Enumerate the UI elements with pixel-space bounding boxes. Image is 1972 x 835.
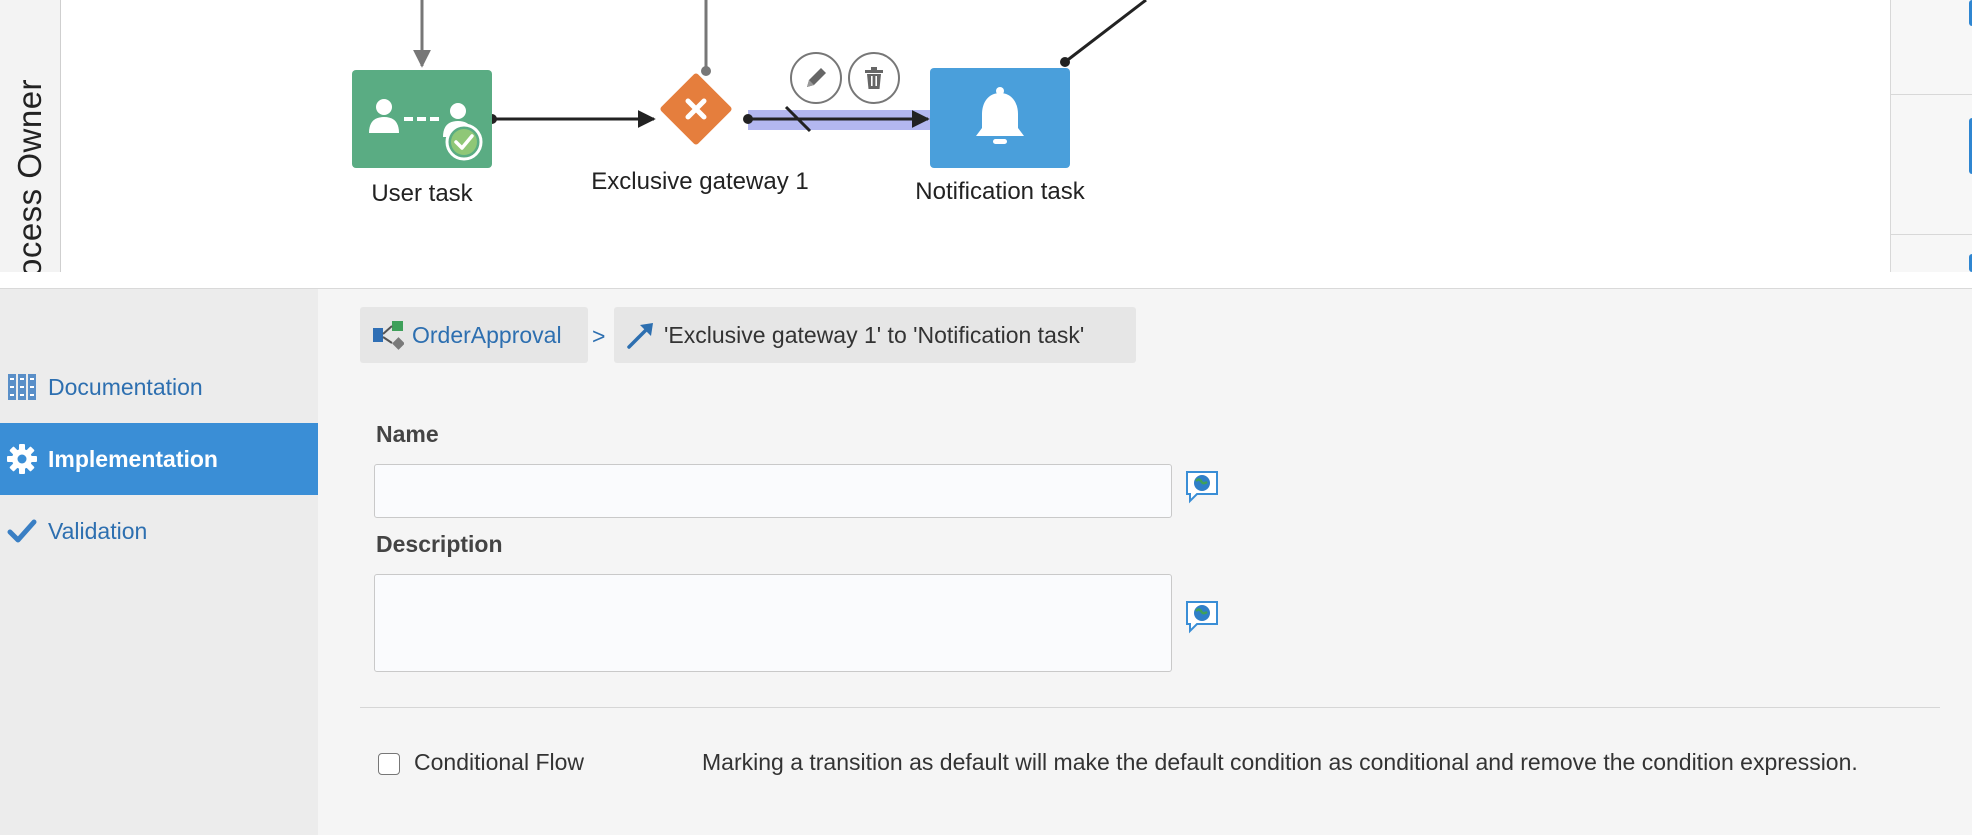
pencil-icon <box>807 68 826 87</box>
palette-item-edge[interactable] <box>1969 254 1972 272</box>
gear-icon <box>6 443 38 475</box>
sidebar-item-documentation[interactable]: Documentation <box>0 351 318 423</box>
delete-flow-button[interactable] <box>848 52 900 104</box>
default-flow-slash <box>784 105 812 133</box>
properties-panel: Documentation <box>0 288 1972 835</box>
gateway-top-connector-dot <box>701 66 711 76</box>
sidebar-item-label: Implementation <box>48 445 218 472</box>
description-label: Description <box>376 531 503 557</box>
exclusive-gateway-node[interactable] <box>659 72 733 146</box>
bell-icon <box>976 87 1024 144</box>
diagram-svg <box>352 0 1147 168</box>
edit-flow-button[interactable] <box>790 52 842 104</box>
sidebar-item-validation[interactable]: Validation <box>0 495 318 567</box>
notification-task-label: Notification task <box>915 178 1085 205</box>
user-task-label: User task <box>371 180 473 207</box>
binders-icon <box>6 371 38 403</box>
user-task-node[interactable] <box>352 70 492 168</box>
trash-icon <box>865 67 883 89</box>
properties-content: OrderApproval > 'Exclusive gateway 1' to… <box>318 289 1972 835</box>
outgoing-flow-notification[interactable] <box>1064 0 1147 64</box>
conditional-flow-help-text: Marking a transition as default will mak… <box>702 749 1858 775</box>
checkmark-icon <box>6 515 38 547</box>
breadcrumb-process-label: OrderApproval <box>412 321 562 348</box>
check-badge-icon <box>445 123 483 161</box>
name-input[interactable] <box>374 464 1172 518</box>
description-input[interactable] <box>374 574 1172 672</box>
process-canvas[interactable]: ocess Owner <box>0 0 1972 272</box>
palette-item-edge[interactable] <box>1969 0 1972 26</box>
sequence-flow-icon <box>626 320 656 350</box>
gateway-label: Exclusive gateway 1 <box>591 168 809 195</box>
x-icon <box>685 98 707 120</box>
section-divider <box>360 707 1940 708</box>
notification-task-node[interactable] <box>930 68 1070 168</box>
palette-panel <box>1890 0 1972 272</box>
breadcrumb-current-label: 'Exclusive gateway 1' to 'Notification t… <box>664 321 1085 348</box>
sidebar-item-label: Validation <box>48 517 148 544</box>
process-icon <box>372 320 404 350</box>
translate-icon[interactable] <box>1184 599 1220 635</box>
palette-divider <box>1891 234 1972 235</box>
users-icon <box>369 99 473 137</box>
name-label: Name <box>376 421 439 447</box>
palette-item-edge[interactable] <box>1969 118 1972 174</box>
conditional-flow-checkbox[interactable] <box>378 753 400 775</box>
sidebar-item-implementation[interactable]: Implementation <box>0 423 318 495</box>
translate-icon[interactable] <box>1184 469 1220 505</box>
conditional-flow-label[interactable]: Conditional Flow <box>414 749 585 775</box>
notification-connector-dot <box>1060 57 1070 67</box>
sidebar-item-label: Documentation <box>48 373 203 400</box>
breadcrumb-process[interactable]: OrderApproval <box>360 307 588 363</box>
breadcrumb-separator: > <box>592 323 606 349</box>
swimlane-header[interactable]: ocess Owner <box>0 0 61 272</box>
palette-divider <box>1891 94 1972 95</box>
properties-sidebar: Documentation <box>0 289 318 835</box>
gateway-right-connector-dot <box>743 114 753 124</box>
breadcrumb-current: 'Exclusive gateway 1' to 'Notification t… <box>614 307 1136 363</box>
